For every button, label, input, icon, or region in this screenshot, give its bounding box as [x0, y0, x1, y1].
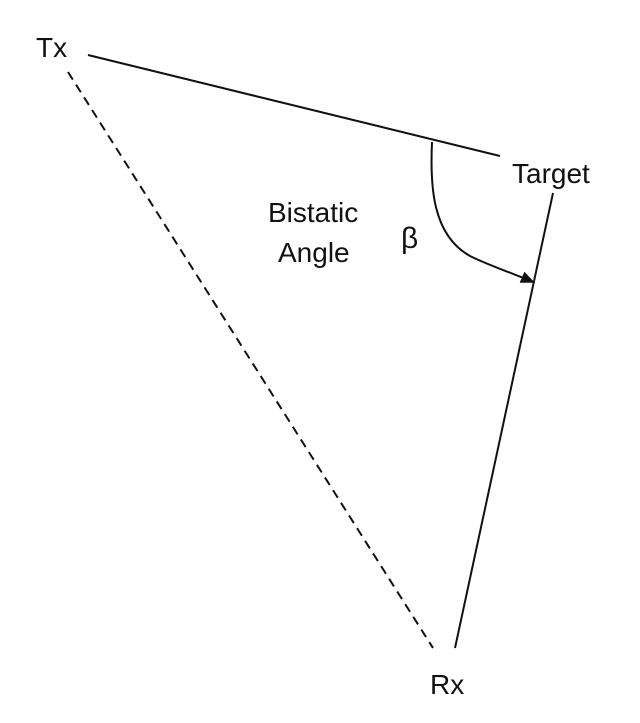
tx-target-edge — [87, 54, 501, 157]
tx-label: Tx — [36, 32, 67, 63]
beta-symbol: β — [401, 222, 418, 255]
bistatic-angle-label-line1: Bistatic — [268, 197, 358, 228]
tx-rx-baseline-edge — [67, 71, 434, 649]
target-rx-edge — [454, 192, 554, 649]
bistatic-angle-label-line2: Angle — [278, 237, 350, 268]
target-label: Target — [512, 158, 590, 189]
rx-label: Rx — [430, 669, 464, 700]
bistatic-angle-arc — [430, 141, 535, 283]
